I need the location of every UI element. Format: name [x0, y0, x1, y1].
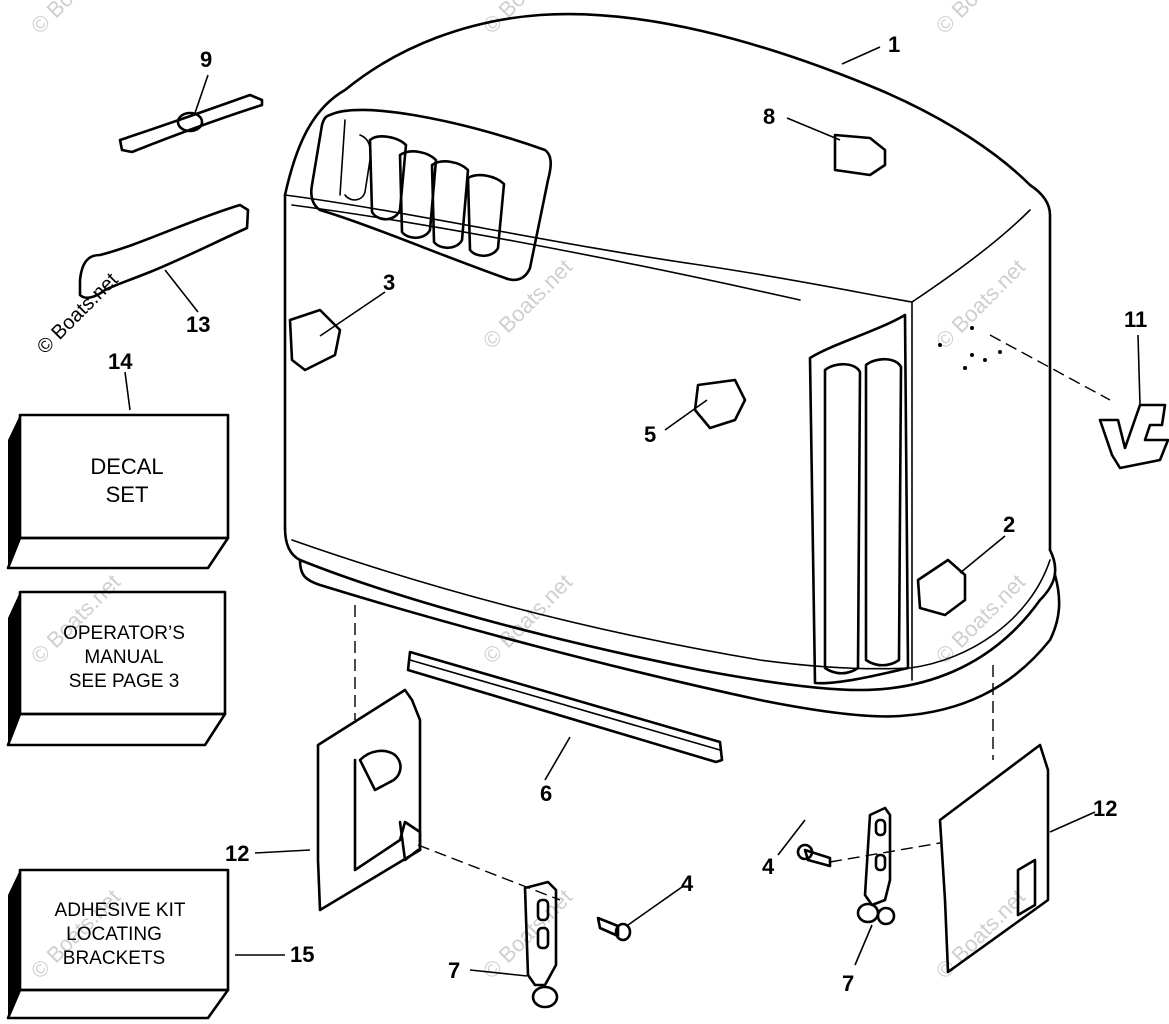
callout-8: 8	[763, 104, 775, 129]
part-7-left-bracket	[523, 880, 559, 1009]
callout-11: 11	[1124, 307, 1147, 332]
watermark-text: © Boats.net	[931, 569, 1030, 668]
callout-numbers: 1 2 3 4 4 5 6 7 7 8 9 11 12 12 13 14 15	[108, 32, 1147, 996]
watermark-text: © Boats.net	[931, 254, 1030, 353]
callout-4-left: 4	[681, 871, 694, 896]
callout-3: 3	[383, 270, 395, 295]
callout-12-left: 12	[225, 841, 249, 866]
part-9-trim-strip	[118, 93, 264, 154]
callout-12-right: 12	[1093, 796, 1117, 821]
part-6-seal-strip	[406, 650, 724, 764]
engine-cover	[283, 12, 1061, 718]
operators-manual-line-3: SEE PAGE 3	[69, 671, 180, 692]
callout-4-right: 4	[762, 854, 775, 879]
callout-9: 9	[200, 47, 212, 72]
callout-14: 14	[108, 349, 133, 374]
decal-set-box: DECAL SET	[6, 413, 230, 570]
decal-set-line-2: SET	[106, 482, 149, 507]
callout-2: 2	[1003, 512, 1015, 537]
adhesive-kit-line-1: ADHESIVE KIT	[55, 900, 186, 921]
watermark-text: © Boats.net	[33, 269, 123, 359]
badge-text: V6	[1125, 454, 1127, 456]
watermark-text: © Boats.net	[478, 0, 577, 39]
adhesive-kit-line-2: LOCATING	[66, 924, 162, 945]
watermark-text: © Boats.net	[26, 0, 125, 39]
part-13-trim-strip	[78, 203, 250, 300]
watermark-text: © Boats.net	[931, 0, 1030, 39]
part-4-screw-left	[596, 916, 632, 942]
operators-manual-line-1: OPERATOR’S	[63, 623, 185, 644]
part-11-v6-badge: V6	[1098, 403, 1169, 470]
part-12-right-plate	[938, 743, 1050, 974]
callout-15: 15	[290, 942, 314, 967]
callout-13: 13	[186, 312, 210, 337]
watermark-text: © Boats.net	[478, 254, 577, 353]
callout-7-right: 7	[842, 971, 854, 996]
callout-1: 1	[888, 32, 900, 57]
part-7-right-bracket	[856, 806, 896, 926]
decal-set-line-1: DECAL	[90, 454, 163, 479]
callout-7-left: 7	[448, 958, 460, 983]
operators-manual-box: OPERATOR’S MANUAL SEE PAGE 3	[6, 590, 227, 747]
adhesive-kit-box: ADHESIVE KIT LOCATING BRACKETS	[6, 868, 230, 1020]
operators-manual-line-2: MANUAL	[84, 647, 163, 668]
alignment-lines	[354, 334, 1111, 901]
adhesive-kit-line-3: BRACKETS	[63, 948, 165, 969]
callout-6: 6	[540, 781, 552, 806]
part-12-left-plate	[316, 688, 422, 912]
part-4-screw-right	[796, 843, 832, 868]
callout-5: 5	[644, 422, 656, 447]
leader-lines	[124, 46, 1141, 977]
